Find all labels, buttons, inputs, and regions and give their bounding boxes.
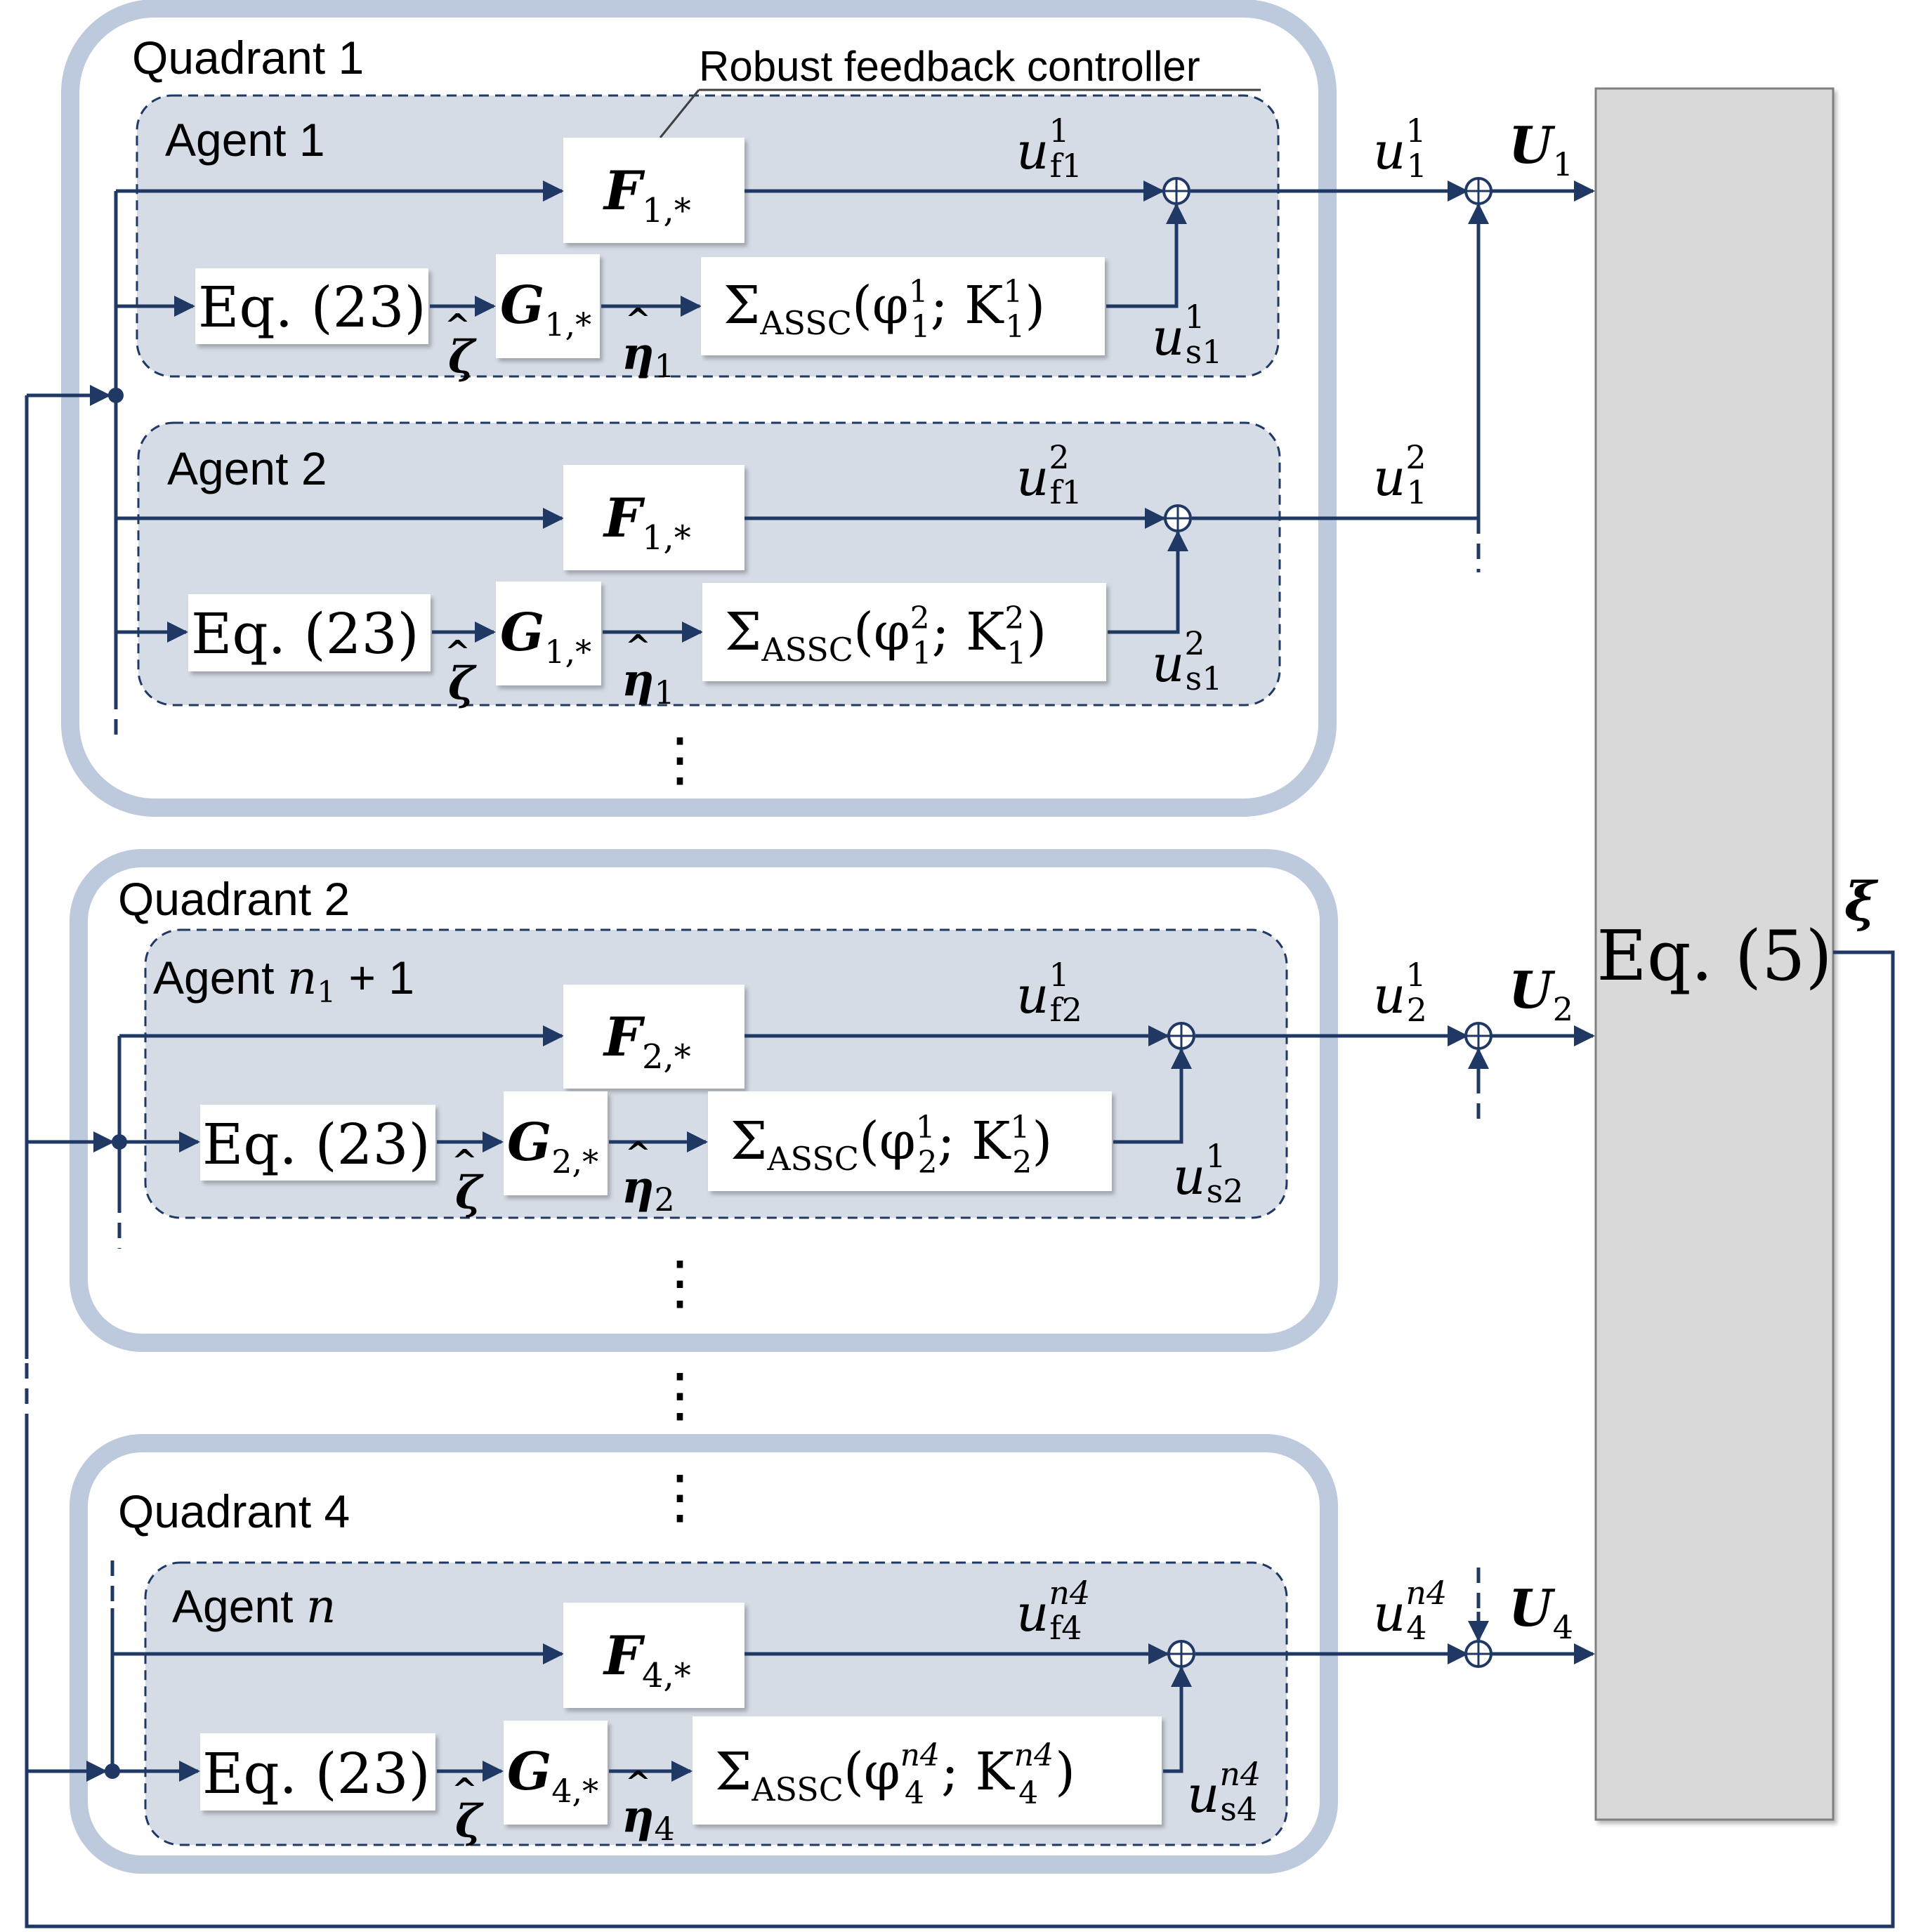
agent-n-F-block: F4,* — [603, 1624, 691, 1695]
agent-n1p1-F-block: F2,* — [603, 1006, 691, 1077]
robust-feedback-callout: Robust feedback controller — [699, 43, 1200, 90]
quadrant-1-title: Quadrant 1 — [132, 32, 364, 84]
svg-text:^: ^ — [625, 1765, 651, 1801]
svg-text:^: ^ — [625, 302, 651, 338]
agent-1-eq23-block: Eq. (23) — [198, 275, 426, 340]
agent-1-eta-hat: η1 — [622, 327, 675, 385]
q1-junction — [108, 388, 124, 403]
svg-text:^: ^ — [452, 1143, 478, 1179]
plant-eq5-block — [1594, 87, 1835, 1821]
svg-text:^: ^ — [452, 1772, 478, 1808]
agent-n1p1-eq23-block: Eq. (23) — [202, 1112, 431, 1177]
agent-1-F-block: F1,* — [603, 159, 691, 230]
output-U4-label: U4 — [1509, 1578, 1573, 1646]
agent-n-eq23-block: Eq. (23) — [202, 1741, 431, 1806]
agent-n-title: Agent n — [172, 1579, 336, 1634]
quadrant-2-title: Quadrant 2 — [118, 873, 350, 925]
quadrant-2-ellipsis: ⋮ — [650, 1248, 709, 1317]
svg-text:^: ^ — [625, 1136, 651, 1171]
agent-1-zeta-hat: ζ — [448, 331, 477, 383]
agent-n1p1-zeta-hat: ζ — [455, 1167, 484, 1219]
agent-2-zeta-hat: ζ — [448, 657, 477, 710]
agent-n-G-block: G4,* — [507, 1742, 598, 1810]
quadrant-1-ellipsis: ⋮ — [650, 725, 709, 794]
agent-n1p1-eta-hat: η2 — [622, 1161, 675, 1218]
agent-1-title: Agent 1 — [165, 114, 325, 166]
quadrant-4-title: Quadrant 4 — [118, 1485, 350, 1537]
between-ellipsis-2: ⋮ — [650, 1462, 709, 1531]
agent-2-title: Agent 2 — [167, 442, 327, 494]
agent-2-G-block: G1,* — [500, 603, 591, 671]
plant-label: Eq. (5) — [1596, 916, 1832, 997]
plant-output-xi: ξ — [1844, 870, 1879, 933]
agent-n-eta-hat: η4 — [622, 1790, 675, 1848]
svg-text:^: ^ — [445, 634, 471, 670]
agent-2-eq23-block: Eq. (23) — [191, 601, 419, 666]
agent-n-zeta-hat: ζ — [455, 1795, 484, 1848]
output-U1-label: U1 — [1509, 115, 1573, 183]
agent-2-eta-hat: η1 — [622, 654, 675, 711]
svg-text:^: ^ — [445, 308, 471, 343]
agent-n1p1-G-block: G2,* — [507, 1112, 598, 1181]
svg-text:^: ^ — [625, 629, 651, 664]
agent-1-G-block: G1,* — [500, 275, 591, 343]
between-ellipsis-1: ⋮ — [650, 1360, 709, 1429]
agent-n1p1-title: Agent n1 + 1 — [153, 951, 414, 1009]
output-U2-label: U2 — [1509, 960, 1573, 1028]
agent-2-F-block: F1,* — [603, 487, 691, 558]
feedback-wire — [25, 950, 1895, 1928]
callout-leader-line — [659, 88, 1261, 138]
